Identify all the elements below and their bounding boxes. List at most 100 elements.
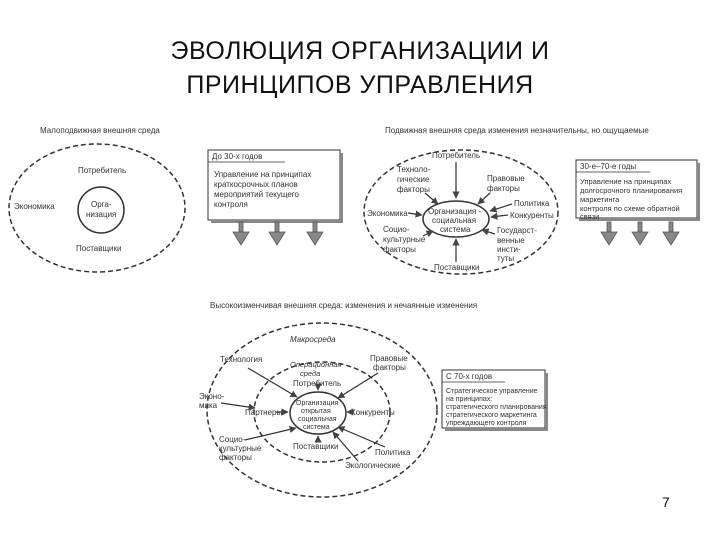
stage1-principles-box: До 30-х годов Управление на принципах кр…	[207, 149, 343, 246]
stage2-influence-arrows	[407, 162, 513, 262]
stage2-box-frame	[575, 159, 698, 219]
stage3-box-text-3: стратегического планирования	[446, 404, 547, 411]
stage3-influence-arrows	[220, 367, 386, 462]
stage3-arrow	[332, 431, 359, 462]
stage2-org-label-1: Организация -	[428, 207, 481, 216]
stage3-legal-label-2: факторы	[373, 363, 406, 372]
stage2-diagram: Подвижная внешняя среда изменения незнач…	[363, 126, 649, 275]
stage1-environment-ellipse	[8, 143, 186, 273]
stage2-arrow	[481, 228, 496, 236]
stage3-org-label-2: открытая	[301, 408, 331, 415]
stage3-principles-box: С 70-х годов Стратегическое управление н…	[441, 369, 548, 431]
stage2-state-label-4: туты	[497, 254, 514, 263]
stage2-arrow	[490, 212, 509, 220]
stage1-down-arrows	[232, 221, 324, 246]
stage2-suppliers-label: Поставщики	[434, 263, 480, 272]
stage1-box-text-3: мероприятий текущего	[214, 190, 300, 199]
stage2-box-text-4: контроля по схеме обратной	[580, 204, 680, 213]
stage2-box-text-1: Управление на принципах	[580, 177, 671, 186]
stage3-arrow	[247, 367, 298, 398]
stage3-social-label-1: Социо-	[219, 435, 246, 444]
stage2-box-shadow-bottom	[579, 218, 700, 221]
stage2-arrow	[422, 230, 434, 238]
stage3-economy-label-2: мика	[199, 401, 218, 410]
stage2-state-label-3: инсти-	[497, 245, 521, 254]
stage2-environment-ellipse	[363, 149, 559, 275]
stage2-tech-label-1: Техноло-	[397, 165, 431, 174]
stage3-partners-label: Партнеры	[245, 408, 282, 417]
stage3-macro-label: Макросреда	[290, 335, 336, 344]
stage2-box-text-5: связи	[580, 212, 599, 221]
stage3-ecology-label: Экологические	[345, 461, 401, 470]
stage3-politics-label: Политика	[375, 448, 411, 457]
stage1-down-arrow	[268, 221, 286, 246]
stage3-box-text-1: Стратегическое управление	[446, 388, 538, 395]
stage2-tech-label-3: факторы	[397, 185, 430, 194]
stage3-consumer-label: Потребитель	[293, 379, 341, 388]
stage3-economy-label-1: Эконо-	[199, 392, 225, 401]
stage3-diagram: Высокоизменчивая внешняя среда: изменени…	[199, 301, 477, 498]
stage2-down-arrow	[631, 221, 649, 246]
stage2-arrow	[407, 210, 423, 218]
stage1-down-arrow	[306, 221, 324, 246]
stage2-box-title: 30-е–70-е годы	[580, 162, 636, 171]
stage2-principles-box: 30-е–70-е годы Управление на принципах д…	[575, 159, 700, 246]
stage2-organization-ellipse	[422, 200, 490, 238]
stage2-legal-label-1: Правовые	[487, 174, 525, 183]
stage2-down-arrow	[662, 221, 680, 246]
stage1-suppliers-label: Поставщики	[76, 244, 122, 253]
stage2-economy-label: Экономика	[367, 209, 408, 218]
stage2-state-label-2: венные	[497, 236, 525, 245]
stage3-op-label-1: Операционная	[290, 360, 342, 369]
stage3-box-text-5: упреждающего контроля	[446, 420, 527, 427]
stage1-box-text-4: контроля	[214, 200, 248, 209]
stage2-state-label-1: Государст-	[497, 226, 537, 235]
stage2-consumer-label: Потребитель	[432, 151, 480, 160]
stage2-arrow	[489, 203, 513, 213]
stage3-legal-label-1: Правовые	[370, 354, 408, 363]
stage1-consumer-label: Потребитель	[78, 166, 126, 175]
stage3-box-shadow-bottom	[445, 428, 548, 431]
page-number: 7	[662, 494, 670, 510]
stage3-macro-ellipse	[206, 322, 438, 498]
stage3-arrow	[337, 426, 386, 448]
stage3-org-label-4: система	[303, 424, 330, 431]
stage3-suppliers-label: Поставщики	[293, 442, 339, 451]
stage2-down-arrow	[600, 221, 618, 246]
stage3-arrow	[220, 402, 256, 411]
stage1-box-shadow-right	[340, 153, 343, 223]
stage2-down-arrows	[600, 221, 680, 246]
stage3-arrow	[244, 425, 297, 441]
stage3-heading: Высокоизменчивая внешняя среда: изменени…	[210, 301, 477, 310]
stage2-social-label-3: факторы	[383, 245, 416, 254]
stage3-box-text-2: на принципах:	[446, 396, 492, 403]
stage2-competitors-label: Конкуренты	[510, 211, 554, 220]
stage2-box-text-3: маркетинга	[580, 195, 620, 204]
stage1-down-arrow	[232, 221, 250, 246]
stage3-social-label-2: культурные	[219, 444, 262, 453]
stage3-arrow	[337, 372, 379, 399]
stage2-social-label-1: Социо-	[383, 225, 410, 234]
stage3-box-frame	[441, 369, 546, 429]
stage1-organization-circle	[77, 186, 125, 234]
stage3-competitors-label: Конкуренты	[351, 408, 395, 417]
slide-title-line1: ЭВОЛЮЦИЯ ОРГАНИЗАЦИИ И	[170, 37, 550, 65]
stage1-diagram: Малоподвижная внешняя среда Потребитель …	[8, 126, 186, 273]
stage2-org-label-3: система	[440, 225, 471, 234]
stage1-box-title: До 30-х годов	[212, 152, 262, 161]
stage1-economy-label: Экономика	[14, 202, 55, 211]
stage3-operational-ellipse	[253, 361, 391, 463]
stage1-heading: Малоподвижная внешняя среда	[40, 126, 160, 135]
stage1-box-shadow-bottom	[211, 220, 343, 223]
stage2-legal-label-2: факторы	[487, 184, 520, 193]
stage1-box-text-1: Управление на принципах	[214, 170, 311, 179]
stage3-org-label-1: Организация	[296, 400, 338, 407]
stage2-tech-label-2: гические	[397, 175, 430, 184]
stage3-box-text-4: стратегического маркетинга	[446, 412, 537, 419]
slide-title-line2: ПРИНЦИПОВ УПРАВЛЕНИЯ	[186, 71, 534, 99]
stage2-arrow	[477, 192, 491, 205]
stage2-politics-label: Политика	[514, 199, 550, 208]
stage3-org-label-3: социальная	[298, 416, 337, 423]
stage3-box-shadow-right	[545, 373, 548, 431]
